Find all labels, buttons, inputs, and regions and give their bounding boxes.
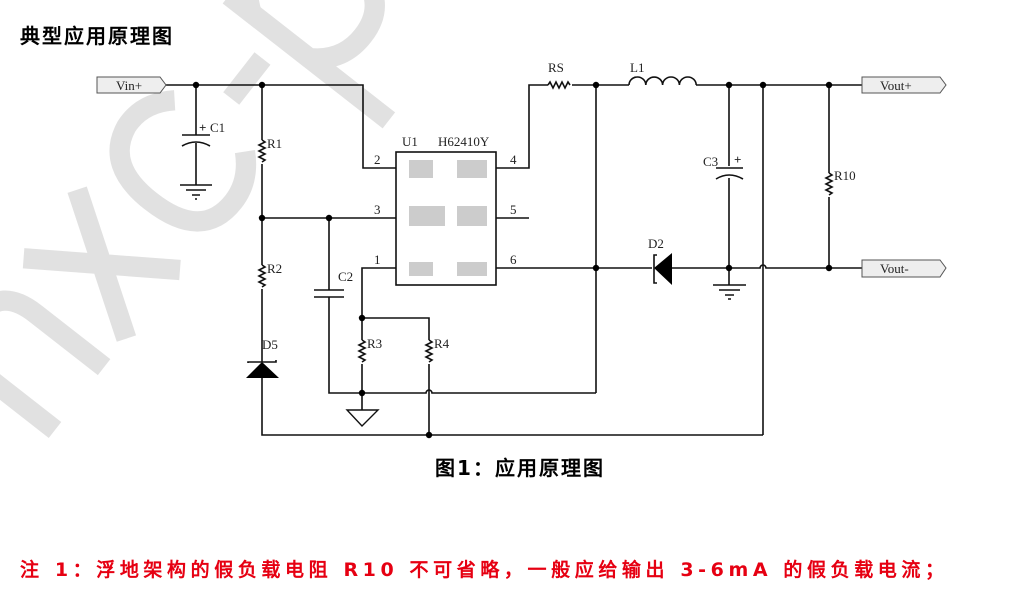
- svg-text:6: 6: [510, 252, 517, 267]
- svg-text:+: +: [199, 120, 206, 135]
- svg-text:2: 2: [374, 152, 381, 167]
- svg-text:C3: C3: [703, 154, 718, 169]
- ic-u1: U1 H62410Y 2 3 1 4 5 6: [374, 134, 517, 286]
- resistor-rs: RS: [547, 60, 571, 90]
- port-vout-plus: Vout+: [861, 76, 947, 94]
- section-title: 典型应用原理图: [20, 24, 174, 48]
- svg-text:R4: R4: [434, 336, 450, 351]
- svg-text:Vout+: Vout+: [880, 78, 912, 93]
- capacitor-c1: + C1: [180, 120, 225, 200]
- junctions: [192, 81, 833, 439]
- svg-text:3: 3: [374, 202, 381, 217]
- svg-text:C2: C2: [338, 269, 353, 284]
- resistor-r4: R4: [424, 336, 450, 363]
- svg-text:D2: D2: [648, 236, 664, 251]
- svg-text:R1: R1: [267, 136, 282, 151]
- figure-caption: 图1：应用原理图: [435, 456, 605, 480]
- svg-text:H62410Y: H62410Y: [438, 134, 490, 149]
- ground-icon: [345, 409, 380, 428]
- resistor-r1: R1: [257, 136, 282, 163]
- ground-icon: [180, 184, 212, 200]
- inductor-l1: L1: [628, 60, 697, 86]
- ground-icon: [713, 284, 746, 300]
- svg-text:5: 5: [510, 202, 517, 217]
- svg-text:R2: R2: [267, 261, 282, 276]
- port-vin-plus: Vin+: [96, 76, 167, 94]
- svg-text:C1: C1: [210, 120, 225, 135]
- svg-text:Vout-: Vout-: [880, 261, 909, 276]
- svg-text:+: +: [734, 152, 741, 167]
- resistor-r10: R10: [824, 168, 856, 196]
- note-text: 注 1：浮地架构的假负载电阻 R10 不可省略，一般应给输出 3-6mA 的假负…: [20, 559, 949, 581]
- port-vout-minus: Vout-: [861, 259, 947, 278]
- svg-text:1: 1: [374, 252, 381, 267]
- svg-text:U1: U1: [402, 134, 418, 149]
- svg-text:D5: D5: [262, 337, 278, 352]
- svg-text:Vin+: Vin+: [116, 78, 142, 93]
- resistor-r3: R3: [357, 336, 382, 363]
- svg-text:R10: R10: [834, 168, 856, 183]
- svg-text:R3: R3: [367, 336, 382, 351]
- svg-text:L1: L1: [630, 60, 644, 75]
- resistor-r2: R2: [257, 261, 282, 288]
- capacitor-c2: C2: [314, 269, 353, 298]
- svg-text:RS: RS: [548, 60, 564, 75]
- diode-d2: D2: [648, 236, 672, 285]
- svg-text:4: 4: [510, 152, 517, 167]
- diode-d5: D5: [246, 337, 279, 378]
- capacitor-c3: C3 +: [703, 152, 746, 300]
